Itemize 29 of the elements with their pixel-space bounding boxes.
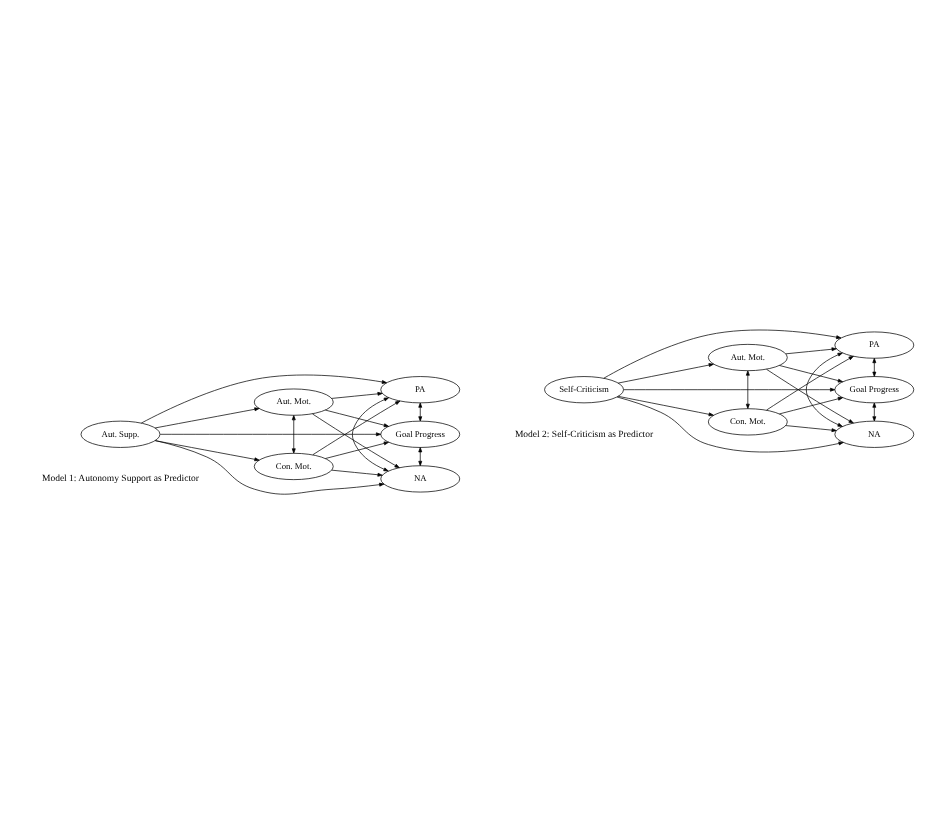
arrow [418,447,423,467]
arrow [312,413,400,469]
arrow [785,425,837,433]
arrow [312,400,401,456]
arrow [616,396,844,453]
arrow [617,363,714,384]
arrow [331,469,383,477]
arrow [779,396,843,415]
arrow [159,432,382,437]
arrow [872,402,877,422]
arrow [325,441,389,459]
arrow [325,409,389,428]
arrow [352,397,389,472]
arrow [331,391,383,399]
arrow [745,370,750,409]
arrow [291,415,296,454]
arrow [154,407,260,429]
arrow [872,357,877,377]
arrow [766,369,854,424]
arrow [617,395,714,417]
arrow [623,387,836,392]
arrow [805,352,843,427]
arrow [418,402,423,422]
arrow [779,365,843,383]
arrow [603,329,842,379]
arrow [766,355,854,411]
arrow [141,374,387,424]
arrow [155,440,385,495]
arrow [785,347,837,355]
